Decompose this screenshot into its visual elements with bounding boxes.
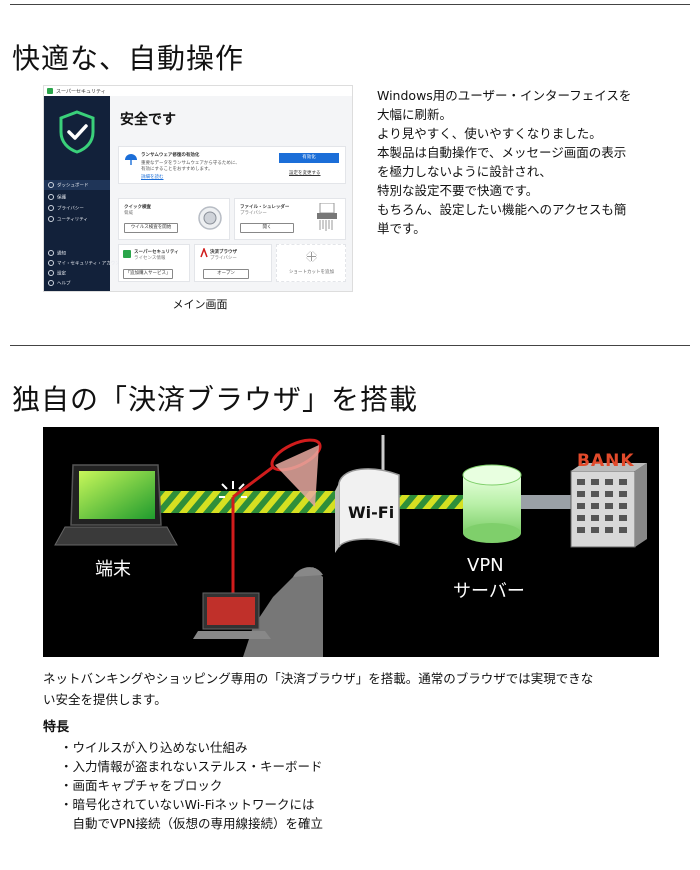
- quick-scan-card: クイック検査 脅威 ウイルス検査を開始: [118, 198, 230, 240]
- sidebar-item-protection[interactable]: 保護: [48, 194, 66, 201]
- alert-text-2: 有効にすることをおすすめします。: [141, 167, 213, 172]
- para-line: い安全を提供します。: [43, 692, 167, 707]
- alert-text-1: 重要なデータをランサムウェアから守るために、: [141, 161, 240, 166]
- quick-scan-sub: 脅威: [124, 211, 133, 216]
- umbrella-icon: [125, 154, 137, 165]
- middle-divider: [10, 345, 690, 346]
- terminal-label: 端末: [95, 559, 131, 580]
- app-window-title: スーパーセキュリティ: [56, 89, 106, 95]
- striped-cable: [153, 491, 353, 513]
- app-sidebar: ダッシュボード 保護 プライバシー ユーティリティ 通知 マイ・セキュリティ・ア…: [44, 96, 124, 291]
- hacker-icon: [193, 567, 323, 657]
- license-sub: ライセンス情報: [134, 256, 166, 261]
- enable-button[interactable]: 有効化: [279, 153, 339, 163]
- bank-building-icon: [570, 463, 647, 548]
- quick-scan-button[interactable]: ウイルス検査を開始: [124, 223, 178, 233]
- app-titlebar: スーパーセキュリティ: [44, 86, 352, 96]
- sidebar-item-privacy[interactable]: プライバシー: [48, 205, 84, 212]
- laptop-terminal-icon: [54, 464, 178, 546]
- grey-cable: [513, 495, 573, 509]
- status-title: 安全です: [120, 112, 176, 128]
- spark-icon: [219, 481, 247, 498]
- sidebar-active-highlight: [44, 180, 110, 190]
- desc-line: 大幅に刷新。: [377, 107, 453, 122]
- sidebar-item-account[interactable]: マイ・セキュリティ・アカウント: [48, 260, 124, 267]
- feature-item: ・画面キャプチャをブロック: [60, 778, 223, 793]
- section2-paragraph: ネットバンキングやショッピング専用の「決済ブラウザ」を搭載。通常のブラウザでは実…: [43, 668, 663, 710]
- browser-open-button[interactable]: オープン: [203, 269, 249, 279]
- para-line: ネットバンキングやショッピング専用の「決済ブラウザ」を搭載。通常のブラウザでは実…: [43, 671, 594, 686]
- section2-heading: 独自の「決済ブラウザ」を搭載: [12, 383, 419, 416]
- desc-line: 単です。: [377, 221, 426, 236]
- desc-line: 本製品は自動操作で、メッセージ画面の表示: [377, 145, 627, 160]
- payment-browser-illustration: BANK Wi-Fi 端末 VPN サーバー: [43, 427, 659, 657]
- sidebar-item-dashboard[interactable]: ダッシュボード: [48, 182, 89, 189]
- quick-scan-title: クイック検査: [124, 205, 151, 210]
- feature-item: ・入力情報が盗まれないステルス・キーボード: [60, 759, 323, 774]
- desc-line: Windows用のユーザー・インターフェイスを: [377, 88, 632, 103]
- sidebar-item-help[interactable]: ヘルプ: [48, 280, 71, 287]
- shredder-icon: [317, 203, 337, 231]
- app-license-icon: [123, 250, 131, 258]
- section1-heading: 快適な、自動操作: [12, 42, 245, 75]
- ransomware-alert-card: ランサムウェア修復の有効化 重要なデータをランサムウェアから守るために、 有効に…: [118, 146, 346, 184]
- top-divider: [10, 4, 690, 5]
- alert-title: ランサムウェア修復の有効化: [141, 153, 200, 158]
- add-shortcut-card[interactable]: ショートカットを追加: [276, 244, 346, 282]
- main-screen-screenshot: スーパーセキュリティ ダッシュボード 保護 プライバシー ユーティリティ 通知 …: [43, 85, 353, 292]
- shield-check-icon: [59, 110, 95, 154]
- change-settings-link[interactable]: 設定を変更する: [289, 171, 321, 176]
- server-label: サーバー: [453, 581, 525, 602]
- app-logo-icon: [47, 88, 53, 94]
- scan-gauge-icon: [198, 206, 222, 230]
- vpn-tube-bottom: [463, 523, 521, 543]
- vpn-label: VPN: [467, 555, 504, 576]
- features-title: 特長: [43, 720, 70, 735]
- feature-item: ・暗号化されていないWi-Fiネットワークには: [60, 797, 315, 812]
- shredder-open-button[interactable]: 開く: [240, 223, 294, 233]
- license-title: スーパーセキュリティ: [134, 250, 179, 255]
- shortcut-label: ショートカットを追加: [289, 270, 334, 275]
- browser-title: 決済ブラウザ: [210, 250, 237, 255]
- sidebar-item-notifications[interactable]: 通知: [48, 250, 66, 257]
- plus-icon: [306, 251, 317, 262]
- alert-details-link[interactable]: 詳細を読む: [141, 175, 164, 180]
- desc-line: を極力しないように設計され、: [377, 164, 552, 179]
- file-shredder-card: ファイル・シュレッダー プライバシー 開く: [234, 198, 346, 240]
- sidebar-item-utilities[interactable]: ユーティリティ: [48, 216, 88, 223]
- shredder-sub: プライバシー: [240, 211, 267, 216]
- payment-browser-icon: [200, 248, 208, 258]
- desc-line: より見やすく、使いやすくなりました。: [377, 126, 602, 141]
- desc-line: もちろん、設定したい機能へのアクセスも簡: [377, 202, 627, 217]
- shredder-title: ファイル・シュレッダー: [240, 205, 290, 210]
- license-purchase-button[interactable]: 「追加購入サービス」: [123, 269, 173, 279]
- vpn-tube-top: [462, 464, 522, 486]
- main-screen-caption: メイン画面: [172, 298, 228, 311]
- feature-item: ・ウイルスが入り込めない仕組み: [60, 740, 248, 755]
- desc-line: 特別な設定不要で快適です。: [377, 183, 539, 198]
- bank-label: BANK: [577, 451, 635, 471]
- sidebar-item-settings[interactable]: 設定: [48, 270, 66, 277]
- wifi-router-icon: [335, 435, 400, 553]
- license-card: スーパーセキュリティ ライセンス情報 「追加購入サービス」: [118, 244, 190, 282]
- payment-browser-card: 決済ブラウザ プライバシー オープン: [194, 244, 272, 282]
- section1-description: Windows用のユーザー・インターフェイスを 大幅に刷新。 より見やすく、使い…: [377, 86, 667, 238]
- wifi-label: Wi-Fi: [348, 503, 395, 522]
- illustration-svg: [54, 435, 647, 657]
- browser-sub: プライバシー: [210, 256, 237, 261]
- striped-cable-2: [395, 495, 467, 509]
- feature-item: 自動でVPN接続（仮想の専用線接続）を確立: [60, 816, 323, 831]
